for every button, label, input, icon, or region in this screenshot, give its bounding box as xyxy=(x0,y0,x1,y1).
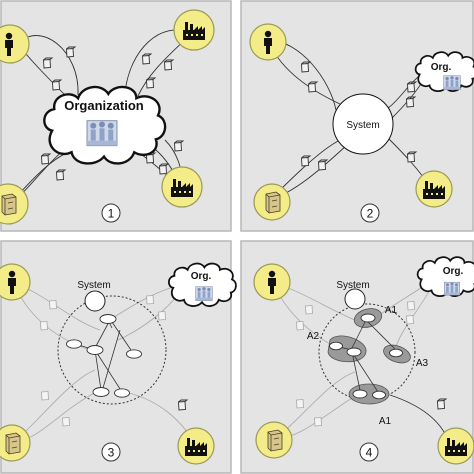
system-node xyxy=(84,290,106,312)
system-node xyxy=(332,93,394,155)
activity-node xyxy=(66,339,82,349)
org-label: Org. xyxy=(443,266,464,277)
people-group-icon xyxy=(86,120,118,147)
person-actor xyxy=(0,24,30,64)
panel-4: System A1 A2 A3 A1 Org. xyxy=(240,240,474,474)
system-label: System xyxy=(77,280,110,291)
panel-number: 3 xyxy=(108,446,115,460)
factory-actor xyxy=(177,427,215,465)
cabinet-actor xyxy=(0,424,31,462)
person-actor xyxy=(253,263,291,301)
person-actor xyxy=(249,23,287,61)
activity-label-a1-top: A1 xyxy=(385,305,398,316)
panel-number-badge xyxy=(359,442,379,462)
people-group-icon xyxy=(443,281,461,296)
factory-actor-bottom xyxy=(161,166,203,208)
activity-node xyxy=(372,390,386,400)
panel-number-badge xyxy=(101,203,121,223)
cabinet-icon xyxy=(265,191,281,214)
activity-node xyxy=(389,348,403,358)
activity-node xyxy=(114,388,130,398)
activity-node xyxy=(99,314,117,324)
factory-actor xyxy=(437,427,474,465)
system-label: System xyxy=(346,120,379,131)
system-boundary xyxy=(318,303,416,401)
people-group-icon xyxy=(443,75,461,91)
organization-label: Organization xyxy=(64,98,144,113)
cabinet-icon xyxy=(1,193,17,216)
activity-node xyxy=(346,347,362,357)
panel-3: System Org. xyxy=(0,240,237,474)
system-label: System xyxy=(336,280,369,291)
system-boundary xyxy=(57,295,167,405)
panel-number-badge xyxy=(360,203,380,223)
panel-number: 4 xyxy=(366,446,373,460)
panel-2: System Org. 2 xyxy=(240,0,474,232)
activity-label-a1-bottom: A1 xyxy=(379,416,392,427)
factory-actor-top xyxy=(173,9,215,51)
cabinet-icon xyxy=(267,429,283,452)
cabinet-actor xyxy=(0,183,29,225)
panel-1: Organization 1 xyxy=(0,0,232,232)
activity-node xyxy=(92,387,110,397)
activity-node xyxy=(126,349,142,359)
panel-number: 2 xyxy=(367,207,374,221)
activity-label-a3: A3 xyxy=(416,358,429,369)
system-node xyxy=(344,288,366,310)
cabinet-actor xyxy=(255,421,293,459)
cabinet-actor xyxy=(253,183,291,221)
activity-node xyxy=(329,341,343,351)
person-actor xyxy=(0,263,31,301)
activity-node xyxy=(352,389,368,399)
activity-node xyxy=(360,313,376,323)
people-group-icon xyxy=(195,286,213,302)
org-label: Org. xyxy=(191,271,212,282)
org-label: Org. xyxy=(431,62,452,73)
activity-label-a2: A2 xyxy=(307,331,320,342)
factory-actor xyxy=(415,170,453,208)
cabinet-icon xyxy=(5,432,21,455)
activity-node xyxy=(86,345,104,355)
activity-nodes xyxy=(329,313,403,400)
activity-nodes xyxy=(66,314,142,398)
panel-number-badge xyxy=(101,442,121,462)
panel-number: 1 xyxy=(108,207,115,221)
